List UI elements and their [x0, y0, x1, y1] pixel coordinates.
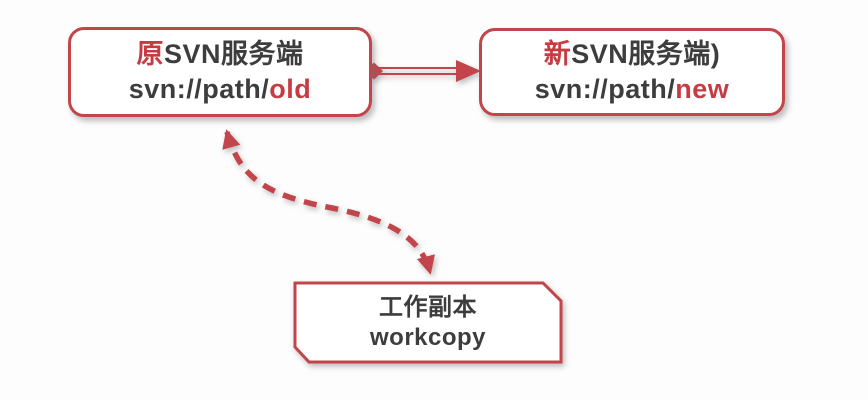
old-server-path-highlight: old	[269, 74, 312, 104]
workcopy-box-shape	[293, 281, 563, 364]
arrow-head-right	[456, 60, 481, 82]
new-server-title-highlight: 新	[543, 39, 572, 69]
old-server-path: svn://path/old	[129, 72, 312, 107]
workcopy-title: 工作副本	[379, 293, 477, 321]
new-server-path-highlight: new	[675, 74, 730, 104]
new-server-title: 新SVN服务端)	[544, 37, 721, 72]
new-server-title-rest: SVN服务端)	[571, 39, 721, 69]
arrow-workcopy-sync-dashed	[222, 129, 435, 275]
node-old-svn-server: 原SVN服务端 svn://path/old	[68, 27, 372, 117]
node-new-svn-server: 新SVN服务端) svn://path/new	[479, 28, 785, 116]
old-server-path-prefix: svn://path/	[128, 74, 270, 104]
new-server-path: svn://path/new	[535, 72, 730, 107]
old-server-title: 原SVN服务端	[136, 37, 303, 72]
arrow-old-to-new	[365, 60, 481, 82]
workcopy-subtitle: workcopy	[369, 323, 487, 351]
old-server-title-highlight: 原	[136, 39, 164, 69]
old-server-title-rest: SVN服务端	[163, 39, 304, 69]
node-workcopy: 工作副本 workcopy	[295, 283, 561, 362]
new-server-path-prefix: svn://path/	[534, 74, 676, 104]
